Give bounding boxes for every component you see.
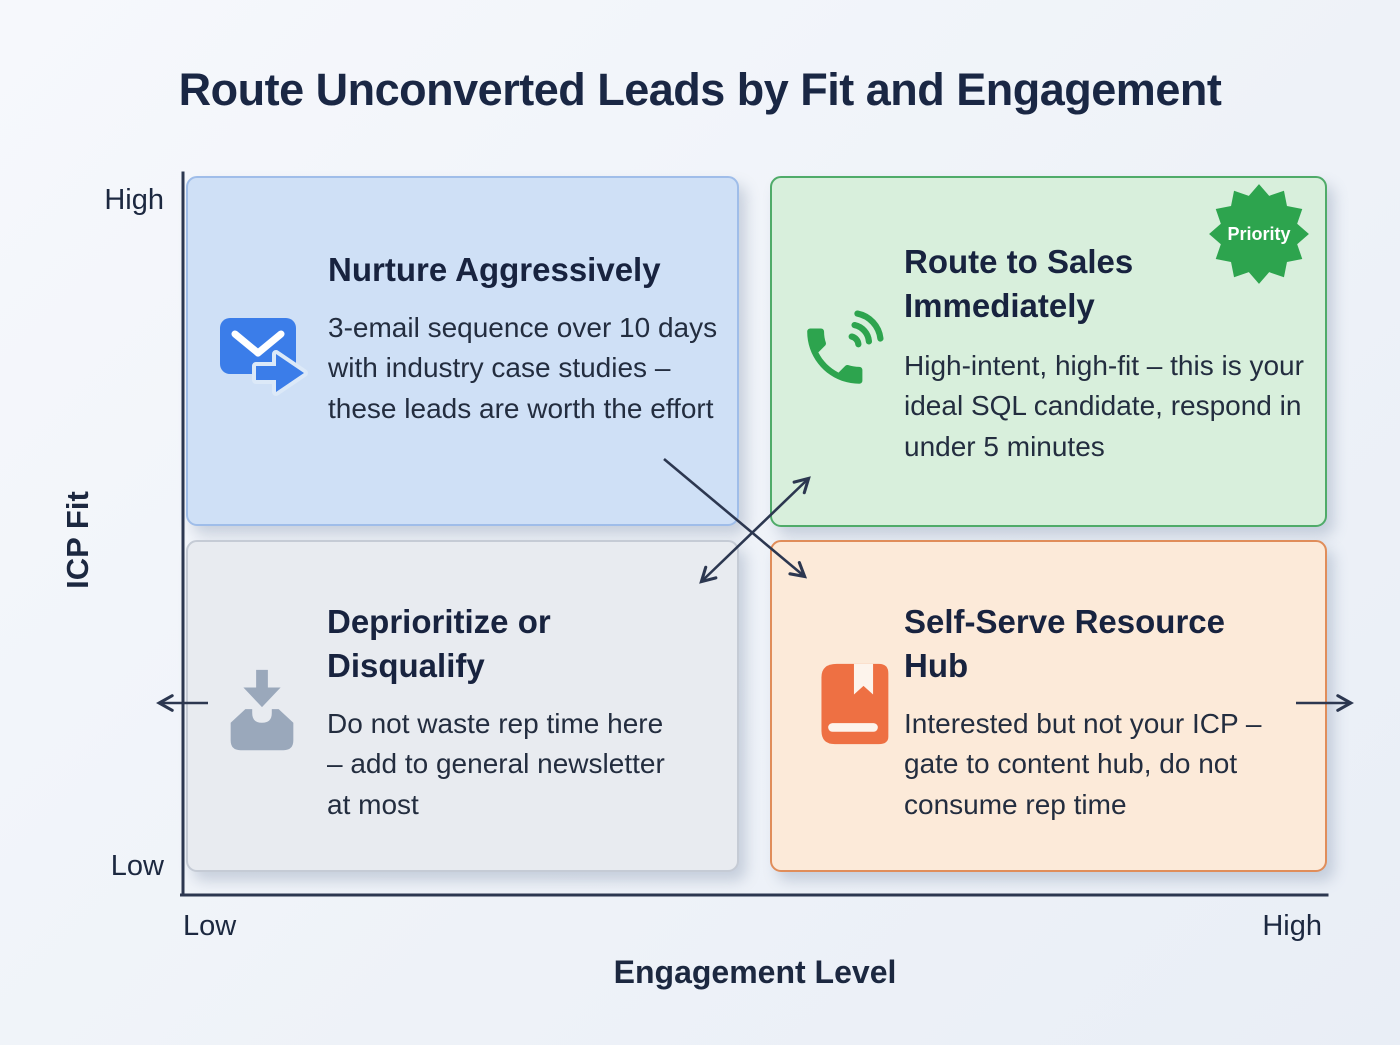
starburst-shape bbox=[1209, 184, 1309, 284]
quadrant-title: Route to Sales Immediately bbox=[904, 243, 1134, 324]
quadrant-nurture-aggressively: Nurture Aggressively 3-email sequence ov… bbox=[186, 176, 739, 526]
book-icon bbox=[810, 660, 896, 748]
quadrant-body: High-intent, high-fit – this is your ide… bbox=[904, 350, 1304, 462]
quadrant-deprioritize: Deprioritize or Disqualify Do not waste … bbox=[186, 540, 739, 872]
quadrant-self-serve-hub: Self-Serve Resource Hub Interested but n… bbox=[770, 540, 1327, 872]
quadrant-body: Do not waste rep time here – add to gene… bbox=[327, 708, 665, 820]
inbox-archive-icon bbox=[215, 666, 309, 760]
y-axis-high-label: High bbox=[104, 184, 164, 216]
x-axis-title: Engagement Level bbox=[613, 954, 897, 990]
priority-badge: Priority bbox=[1207, 182, 1311, 286]
x-axis-high-label: High bbox=[1262, 910, 1322, 942]
phone-call-icon bbox=[798, 304, 890, 396]
quadrant-body: 3-email sequence over 10 days with indus… bbox=[328, 312, 718, 424]
x-axis-low-label: Low bbox=[183, 910, 237, 942]
y-axis-low-label: Low bbox=[110, 850, 164, 882]
page-title: Route Unconverted Leads by Fit and Engag… bbox=[178, 64, 1222, 115]
email-forward-icon bbox=[216, 312, 316, 402]
priority-badge-label: Priority bbox=[1227, 223, 1291, 244]
y-axis-title: ICP Fit bbox=[60, 491, 95, 589]
quadrant-body: Interested but not your ICP – gate to co… bbox=[904, 708, 1262, 820]
quadrant-title: Deprioritize or Disqualify bbox=[327, 603, 551, 684]
quadrant-title: Self-Serve Resource Hub bbox=[904, 603, 1225, 684]
quadrant-route-to-sales: Priority Route to Sales Immediately High… bbox=[770, 176, 1327, 527]
quadrant-title: Nurture Aggressively bbox=[328, 251, 661, 288]
